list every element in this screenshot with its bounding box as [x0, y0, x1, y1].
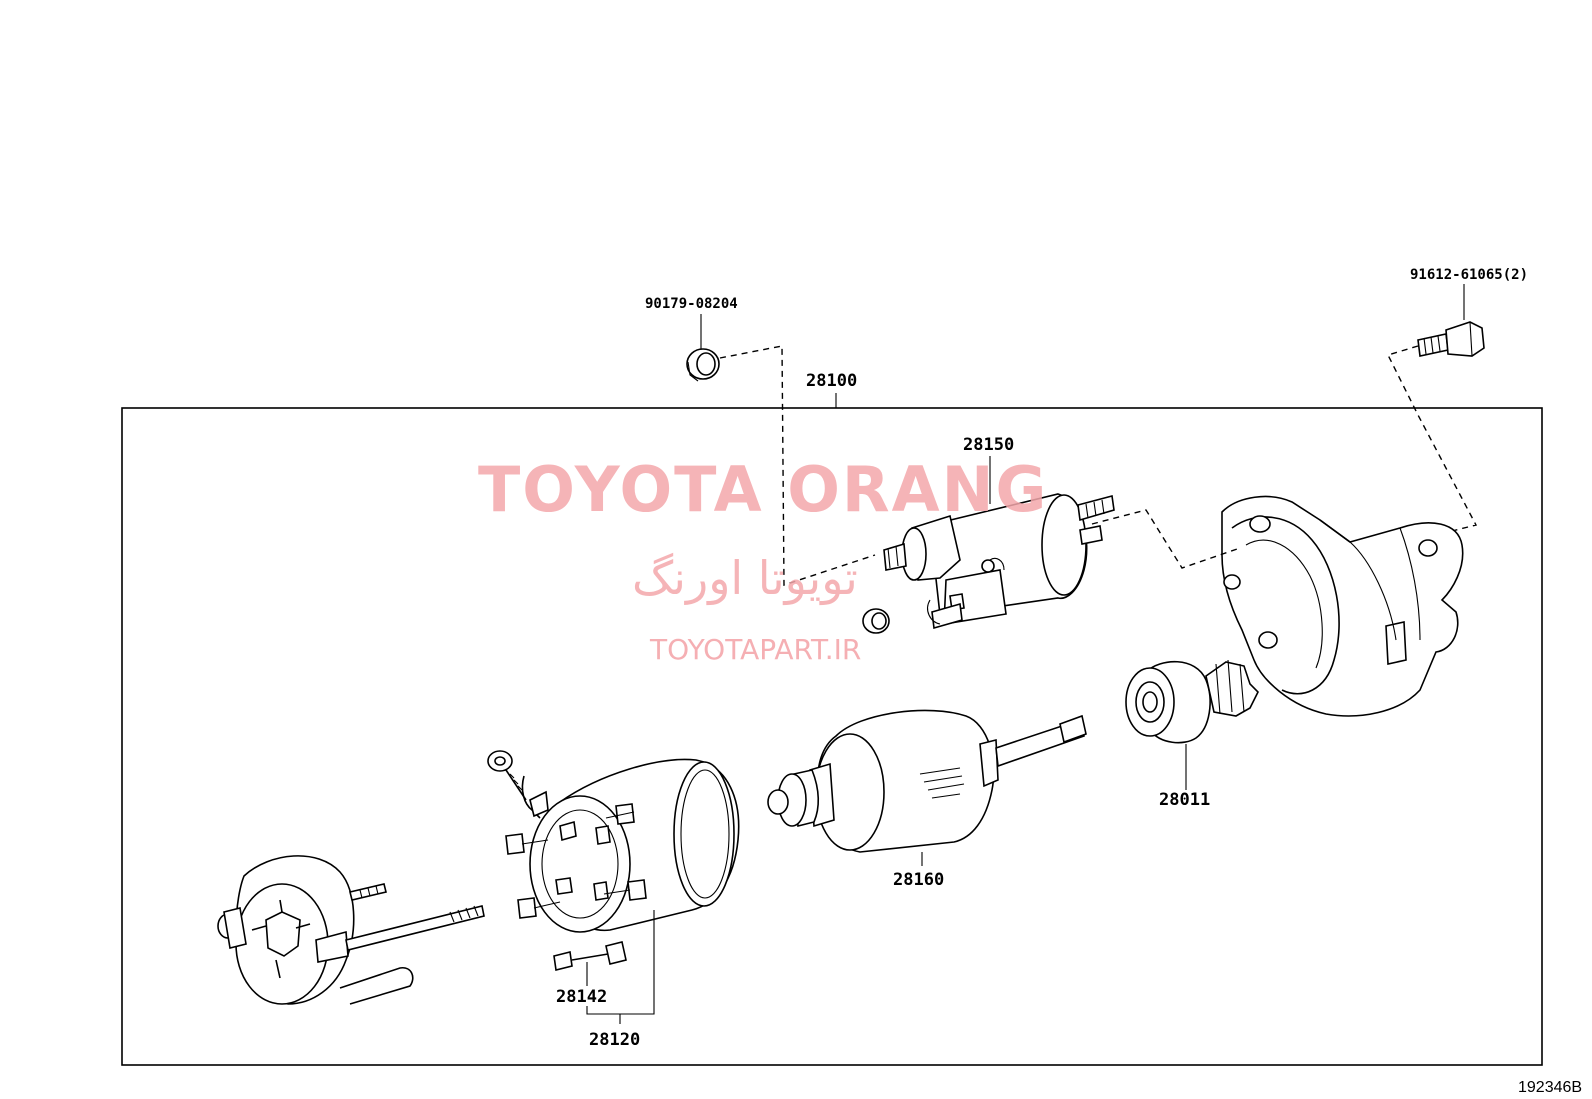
part-label-assembly[interactable]: 28100 [806, 371, 857, 391]
part-label-clutch[interactable]: 28011 [1159, 790, 1210, 810]
bolt-drawing[interactable] [1387, 284, 1485, 535]
watermark-brand: TOYOTA ORANG [478, 453, 1048, 526]
end-frame-drawing[interactable] [217, 855, 485, 1005]
part-label-nut[interactable]: 90179-08204 [645, 296, 738, 312]
part-label-bolt[interactable]: 91612-61065(2) [1410, 267, 1528, 283]
assembly-frame [121, 407, 1543, 1066]
clutch-drawing[interactable] [1125, 659, 1259, 790]
part-label-brush[interactable]: 28142 [556, 987, 607, 1007]
part-label-solenoid[interactable]: 28150 [963, 435, 1014, 455]
figure-code: 192346B [1518, 1079, 1582, 1096]
nut-drawing[interactable] [686, 314, 876, 586]
solenoid-drawing[interactable] [862, 456, 1241, 634]
yoke-drawing[interactable] [487, 750, 740, 933]
drive-housing-drawing[interactable] [1221, 495, 1464, 717]
part-label-yoke[interactable]: 28120 [589, 1030, 640, 1050]
part-label-armature[interactable]: 28160 [893, 870, 944, 890]
armature-drawing[interactable] [767, 709, 1087, 866]
brush-drawing[interactable] [553, 941, 627, 986]
watermark-brand-fa: تویوتا اورنگ [632, 551, 858, 606]
watermark-url: TOYOTAPART.IR [649, 633, 861, 666]
